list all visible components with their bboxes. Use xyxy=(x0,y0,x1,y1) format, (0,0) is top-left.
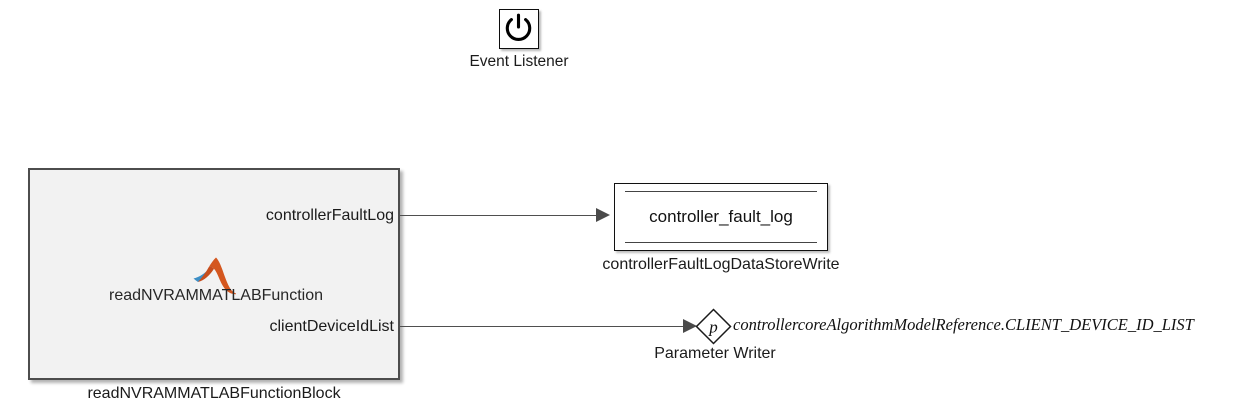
matlab-function-block[interactable]: controllerFaultLog readNVRAMMATLABFuncti… xyxy=(28,168,400,380)
port-label-controller-fault-log: controllerFaultLog xyxy=(265,207,394,224)
data-store-rule-bottom xyxy=(625,242,817,243)
signal-line-controller-fault-log[interactable] xyxy=(400,215,596,216)
svg-text:p: p xyxy=(708,318,718,337)
parameter-writer-target-text: controllercoreAlgorithmModelReference.CL… xyxy=(733,315,1194,334)
event-listener-label: Event Listener xyxy=(469,53,569,70)
data-store-write-block-label: controllerFaultLogDataStoreWrite xyxy=(602,256,840,273)
power-icon xyxy=(500,10,538,47)
arrow-head-icon-controller-fault-log xyxy=(596,208,610,222)
arrow-head-icon-client-device-id-list xyxy=(683,319,697,333)
signal-line-client-device-id-list[interactable] xyxy=(400,326,683,327)
data-store-rule-top xyxy=(625,191,817,192)
port-label-client-device-id-list: clientDeviceIdList xyxy=(269,318,395,335)
parameter-writer-block[interactable]: p xyxy=(695,308,732,345)
data-store-name: controller_fault_log xyxy=(649,207,793,226)
data-store-write-block[interactable]: controller_fault_log xyxy=(614,183,828,251)
matlab-membrane-logo xyxy=(192,256,238,296)
parameter-writer-block-label: Parameter Writer xyxy=(654,345,776,362)
matlab-function-block-label: readNVRAMMATLABFunctionBlock xyxy=(87,385,341,402)
matlab-function-name: readNVRAMMATLABFunction xyxy=(109,287,323,304)
event-listener-block[interactable] xyxy=(499,9,539,49)
